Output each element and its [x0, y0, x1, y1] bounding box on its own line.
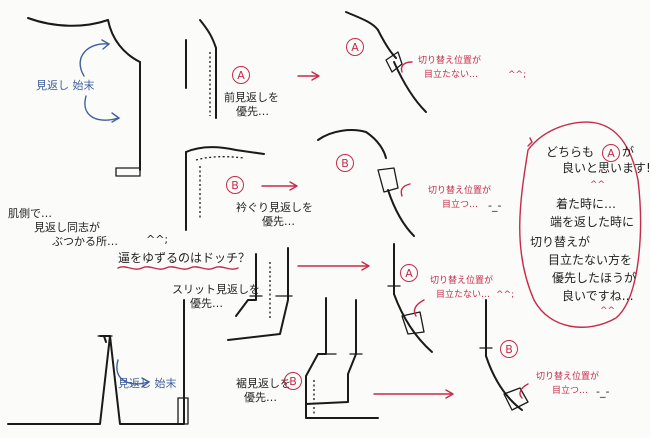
bodice-top-left-drawing: [27, 17, 141, 177]
label-seam-not-visible-1b: 目立たない…: [424, 70, 479, 80]
neck-facing-drawing: [185, 146, 298, 231]
label-hem-facing: 裾見返しを: [236, 377, 291, 390]
circle-b-result-lower: B: [500, 340, 518, 358]
emoji-flat-b1: -_-: [488, 199, 502, 212]
circle-b-result-mid: B: [336, 154, 354, 172]
label-seam-visible-2: 切り替え位置が: [536, 372, 600, 382]
label-which-yields: 逼をゆずるのはドッチ？: [118, 251, 251, 265]
result-a-lower-drawing: [387, 243, 433, 353]
label-collision-point: ぶつかる所…: [52, 235, 118, 248]
bubble-less-visible: 目立たない方を: [548, 253, 633, 267]
label-neck-facing: 衿ぐり見返しを: [236, 201, 313, 214]
hem-facing-drawing: [305, 297, 454, 419]
circle-a-front: A: [232, 66, 250, 84]
label-front-priority: 優先…: [236, 105, 269, 118]
front-facing-drawing: [185, 19, 320, 119]
result-b-lower-drawing: [479, 299, 529, 411]
label-seam-visible-2b: 目立つ…: [552, 386, 589, 396]
label-slit-priority: 優先…: [190, 297, 223, 310]
skirt-panels-drawing: [7, 299, 189, 425]
circle-a-result-top: A: [346, 38, 364, 56]
emoji-flat-b2: -_-: [596, 385, 610, 398]
slit-facing-drawing: [227, 247, 370, 341]
label-hem-priority: 優先…: [244, 391, 277, 404]
label-facing-finish-bottom: 見返し 始末: [118, 377, 177, 390]
circle-a-bubble: A: [602, 144, 620, 162]
bubble-is-better: 良いですね…: [562, 289, 634, 303]
emoji-sweat-left: ^^;: [146, 233, 169, 246]
bubble-edge-turned: 端を返した時に: [550, 215, 635, 229]
circle-b-neck: B: [226, 176, 244, 194]
result-b-mid-drawing: [317, 129, 415, 237]
label-seam-not-visible-2b: 目立たない…: [436, 290, 491, 300]
label-seam-visible-1: 切り替え位置が: [428, 186, 492, 196]
emoji-sweat-a1: ^^;: [508, 70, 527, 80]
circle-a-result-lower: A: [400, 264, 418, 282]
bubble-ga: が: [622, 145, 635, 159]
bubble-both: どちらも: [546, 145, 595, 159]
label-seam-not-visible-1: 切り替え位置が: [418, 56, 482, 66]
bubble-emoji-bottom: ^^: [600, 306, 616, 316]
label-seam-visible-1b: 目立つ…: [442, 200, 479, 210]
label-slit-facing: スリット見返しを: [172, 283, 260, 296]
bubble-emoji-top: ^^: [590, 180, 606, 190]
emoji-sweat-a2: ^^;: [496, 290, 515, 300]
circle-b-hem: B: [284, 372, 302, 390]
label-skin-side: 肌側で…: [8, 207, 52, 220]
label-facings-meet: 見返し同志が: [34, 221, 100, 234]
bubble-when-worn: 着た時に…: [556, 197, 617, 211]
bubble-prioritize: 優先したほうが: [552, 271, 637, 285]
label-neck-priority: 優先…: [262, 215, 295, 228]
label-seam-not-visible-2: 切り替え位置が: [430, 276, 494, 286]
result-a-top-drawing: [345, 11, 427, 113]
label-front-facing: 前見返しを: [224, 91, 279, 104]
bubble-think-good: 良いと思います!!: [562, 161, 650, 175]
bubble-seam: 切り替えが: [530, 235, 591, 249]
label-facing-finish-top: 見返し 始末: [36, 79, 95, 92]
